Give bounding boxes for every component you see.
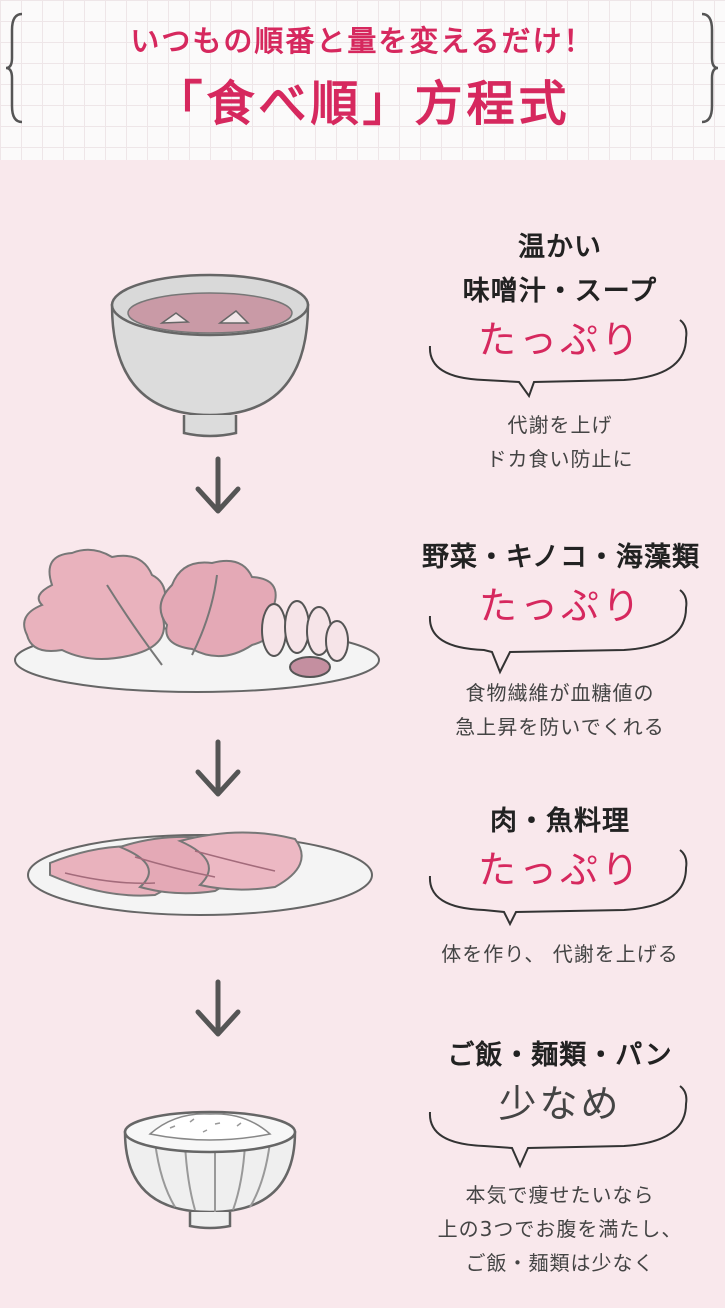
vegetable-plate-illustration xyxy=(14,548,380,693)
header: いつもの順番と量を変えるだけ！ 「食べ順」方程式 xyxy=(0,0,725,160)
step-1-text: 温かい 味噌汁・スープ たっぷり xyxy=(410,226,710,366)
step-3-note-line: 体を作り、 代謝を上げる xyxy=(441,942,679,966)
step-4-note-line: 本気で痩せたいなら xyxy=(465,1183,655,1207)
step-2-text: 野菜・キノコ・海藻類 たっぷり xyxy=(402,536,720,632)
step-1-note: 代謝を上げ ドカ食い防止に xyxy=(410,408,710,476)
step-1-amount: たっぷり xyxy=(477,318,642,362)
step-1-note-line: ドカ食い防止に xyxy=(486,447,634,471)
down-arrow-icon xyxy=(195,456,241,514)
step-4-text: ご飯・麺類・パン 少なめ xyxy=(410,1034,710,1130)
step-3-food: 肉・魚料理 xyxy=(490,806,630,837)
step-3-amount: たっぷり xyxy=(477,848,642,892)
step-2-amount: たっぷり xyxy=(478,584,643,628)
step-4-note: 本気で痩せたいなら 上の3つでお腹を満たし、 ご飯・麺類は少なく xyxy=(410,1178,710,1280)
left-brace-icon xyxy=(5,12,23,124)
step-1-food: 味噌汁・スープ xyxy=(462,276,658,307)
step-4-food: ご飯・麺類・パン xyxy=(447,1040,673,1071)
step-4-amount: 少なめ xyxy=(498,1082,622,1126)
down-arrow-icon xyxy=(195,739,241,797)
soup-bowl-illustration xyxy=(110,273,310,438)
speech-bubble-line xyxy=(428,1085,688,1169)
header-subtitle: いつもの順番と量を変えるだけ！ xyxy=(130,24,595,58)
rice-bowl-illustration xyxy=(123,1110,297,1230)
step-2-food: 野菜・キノコ・海藻類 xyxy=(421,542,701,573)
speech-bubble-line xyxy=(428,589,688,675)
speech-bubble-line xyxy=(428,319,688,398)
step-2-note-line: 食物繊維が血糖値の xyxy=(465,681,655,705)
step-4-note-line: 上の3つでお腹を満たし、 xyxy=(437,1217,683,1241)
down-arrow-icon xyxy=(195,979,241,1037)
step-2-note-line: 急上昇を防いでくれる xyxy=(455,715,665,739)
step-1-note-line: 代謝を上げ xyxy=(507,413,613,437)
step-1-food: 温かい xyxy=(518,232,602,263)
right-brace-icon xyxy=(701,12,719,124)
step-2-note: 食物繊維が血糖値の 急上昇を防いでくれる xyxy=(410,676,710,744)
speech-bubble-line xyxy=(428,849,688,927)
step-3-note: 体を作り、 代謝を上げる xyxy=(400,937,720,971)
step-3-text: 肉・魚料理 たっぷり xyxy=(410,800,710,896)
meat-plate-illustration xyxy=(27,831,373,916)
page-title: 「食べ順」方程式 xyxy=(154,76,571,132)
step-4-note-line: ご飯・麺類は少なく xyxy=(465,1251,655,1275)
